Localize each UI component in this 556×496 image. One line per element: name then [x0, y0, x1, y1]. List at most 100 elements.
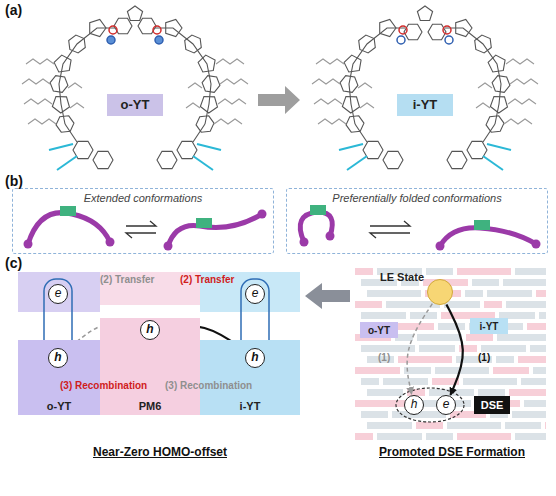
cyano-group	[483, 156, 503, 170]
exciton-bracket	[44, 279, 72, 373]
side-chain	[312, 79, 340, 84]
side-chain	[318, 119, 346, 124]
ring	[202, 76, 220, 93]
node-text: Preferentially folded conformations	[332, 192, 501, 204]
molecule-label-box: o-YT	[107, 94, 163, 116]
ring	[344, 55, 361, 72]
linker-block	[60, 205, 490, 230]
conformation-sketch	[28, 212, 536, 246]
ring	[475, 35, 492, 53]
ring	[185, 35, 202, 53]
side-chain	[68, 83, 82, 88]
ring	[50, 76, 68, 93]
carrier-circle: e	[48, 284, 68, 304]
ring	[417, 6, 432, 20]
side-chain	[214, 119, 242, 124]
node-text: Extended conformations	[84, 192, 203, 204]
ring	[340, 76, 358, 93]
ring	[157, 151, 177, 168]
cyano-group	[49, 144, 73, 150]
side-chain	[360, 103, 374, 108]
material-tag: o-YT	[360, 322, 398, 338]
cyano-group	[347, 156, 367, 170]
energy-level-box: PM6h	[100, 318, 200, 415]
state-box: DSE	[474, 396, 510, 414]
node-text: e	[55, 287, 62, 300]
equilibrium-arrows	[126, 221, 410, 238]
node-text: h	[411, 398, 418, 411]
energy-level-box: o-YTh	[18, 340, 100, 415]
dse-ellipse	[396, 388, 464, 422]
node-text: h	[146, 323, 153, 336]
panel-label: (b)	[5, 174, 23, 189]
edge-label: (1)	[378, 352, 390, 363]
process-arrow	[258, 86, 300, 114]
side-chain	[188, 83, 202, 88]
carrier-circle: e	[436, 395, 456, 415]
carrier-circle: h	[245, 348, 265, 368]
node-text: i-YT	[413, 98, 438, 112]
oxygen-mark	[399, 26, 407, 34]
panel-label: (c)	[5, 256, 22, 271]
conformation-panel: Extended conformations	[12, 188, 274, 254]
node-text: e	[252, 287, 259, 300]
ring	[383, 151, 403, 168]
ring	[127, 6, 142, 20]
edge-label: (2) Transfer	[100, 274, 154, 285]
side-chain	[186, 103, 200, 108]
transfer-arrow	[407, 304, 432, 395]
ring	[359, 35, 376, 53]
edge-label: (1)	[478, 352, 490, 363]
carrier-circle: e	[245, 284, 265, 304]
edge-label: (3) Recombination	[165, 380, 252, 391]
energy-level-box: i-YTh	[200, 340, 300, 415]
ring	[447, 151, 467, 168]
flow-arrow	[305, 283, 350, 309]
cyano-group	[339, 144, 363, 150]
carrier-circle: h	[140, 320, 160, 340]
ring	[200, 97, 217, 113]
panel-label: (a)	[5, 3, 22, 18]
side-chain	[314, 99, 342, 104]
side-chain	[476, 103, 490, 108]
node-text: LE State	[380, 271, 424, 283]
ring	[380, 19, 396, 36]
ring	[52, 97, 69, 113]
side-chain	[510, 79, 538, 84]
ring	[166, 19, 182, 36]
edge-label: (2) Transfer	[180, 274, 234, 285]
side-chain	[22, 79, 50, 84]
oxygen-mark	[109, 26, 117, 34]
molecule-label-box: i-YT	[397, 94, 453, 116]
side-chain	[24, 99, 52, 104]
chain-end	[24, 210, 541, 251]
oxygen-mark	[153, 26, 161, 34]
side-chain	[218, 99, 246, 104]
side-chain	[358, 83, 372, 88]
transfer-arrow	[446, 304, 462, 394]
side-chain	[220, 79, 248, 84]
atom-mark	[107, 36, 115, 44]
state-circle: LE State	[427, 279, 453, 305]
side-chain	[508, 99, 536, 104]
material-tag: i-YT	[470, 318, 508, 334]
side-chain	[28, 119, 56, 124]
ring	[456, 19, 472, 36]
oxygen-mark	[443, 26, 451, 34]
side-chain	[216, 59, 244, 64]
node-text: i-YT	[480, 321, 499, 332]
molecule-structure	[22, 6, 538, 170]
cyano-group	[193, 156, 213, 170]
lumo-block	[18, 272, 100, 312]
cyano-group	[487, 144, 511, 150]
backbone	[155, 28, 211, 124]
ring	[93, 151, 113, 168]
backbone	[445, 28, 501, 124]
node-text: e	[443, 398, 450, 411]
ring	[490, 97, 507, 113]
edge-label: (3) Recombination	[60, 380, 147, 391]
conformation-panel: Preferentially folded conformations	[286, 188, 548, 254]
film-stripes	[355, 268, 546, 440]
cyano-group	[197, 144, 221, 150]
